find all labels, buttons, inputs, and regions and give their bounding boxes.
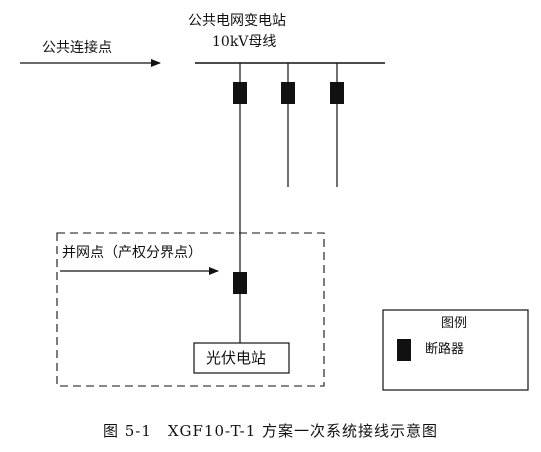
substation-label: 公共电网变电站 [188, 13, 286, 29]
breaker-feeder-2 [281, 82, 295, 104]
pv-station-label: 光伏电站 [206, 349, 267, 367]
public-connection-point-label: 公共连接点 [42, 40, 112, 56]
figure-caption: 图 5-1 XGF10-T-1 方案一次系统接线示意图 [102, 422, 439, 440]
breaker-feeder-3 [330, 82, 344, 104]
pv-station-box [193, 342, 290, 374]
bus-label: 10kV母线 [212, 34, 277, 50]
pv-boundary-box [56, 232, 325, 387]
legend-title: 图例 [441, 316, 468, 331]
legend-breaker-label: 断路器 [425, 342, 465, 357]
breaker-grid-point [233, 272, 247, 294]
breaker-main [233, 82, 247, 104]
grid-point-label: 并网点（产权分界点） [62, 245, 202, 261]
legend-breaker-symbol [397, 339, 411, 361]
